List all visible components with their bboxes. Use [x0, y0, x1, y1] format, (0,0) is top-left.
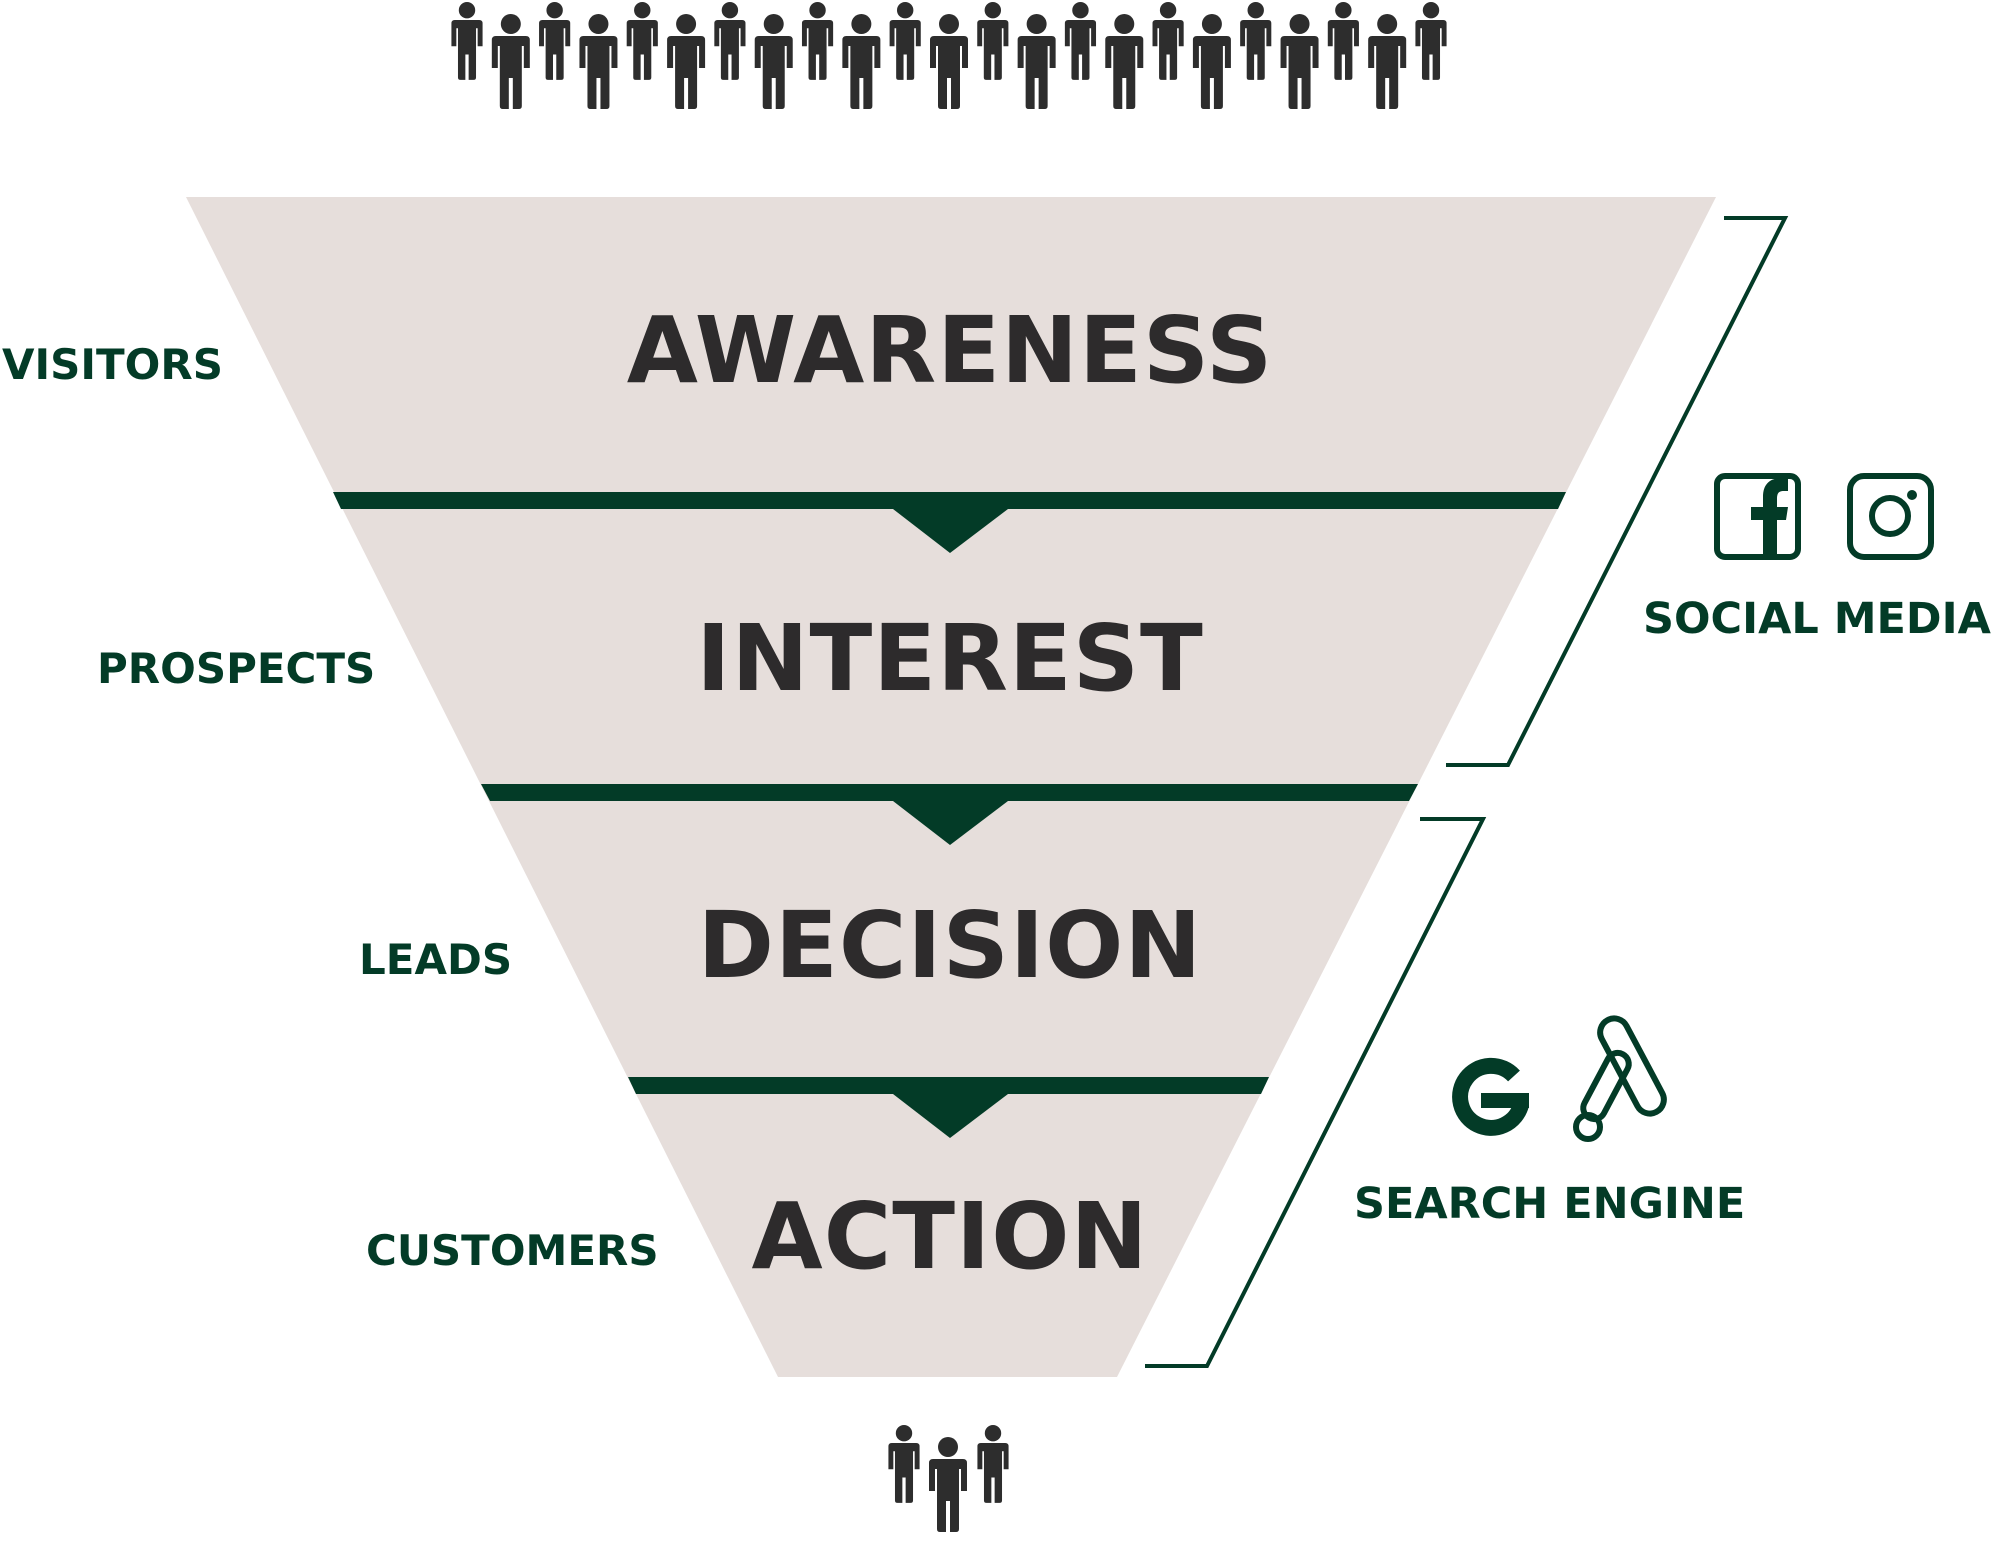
person-icon	[888, 1425, 920, 1503]
people-crowd-top	[451, 2, 1447, 109]
audience-label-visitors: VISITORS	[2, 340, 223, 389]
audience-label-prospects: PROSPECTS	[97, 644, 375, 693]
person-icon	[1017, 14, 1056, 109]
person-icon	[754, 14, 793, 109]
person-icon	[1192, 14, 1231, 109]
person-icon	[801, 2, 834, 80]
person-icon	[491, 14, 530, 109]
stage-divider-1	[333, 492, 1566, 553]
google-ads-icon	[1573, 1015, 1667, 1142]
person-icon	[714, 2, 746, 80]
person-icon	[451, 2, 483, 80]
stage-label-awareness: AWARENESS	[627, 297, 1274, 404]
person-icon	[667, 14, 706, 109]
person-icon	[930, 14, 968, 109]
audience-label-customers: CUSTOMERS	[366, 1226, 659, 1275]
stage-label-action: ACTION	[752, 1183, 1149, 1290]
people-crowd-bottom	[888, 1425, 1009, 1532]
bracket-search-engine	[1145, 817, 1487, 1368]
channel-label-search-engine: SEARCH ENGINE	[1354, 1179, 1745, 1229]
instagram-icon	[1847, 473, 1934, 560]
person-icon	[1240, 2, 1272, 80]
stage-divider-2	[481, 784, 1418, 845]
person-icon	[929, 1437, 967, 1532]
person-icon	[539, 2, 571, 80]
stage-label-decision: DECISION	[698, 892, 1203, 999]
bracket-social-media	[1446, 216, 1789, 767]
channel-label-social-media: SOCIAL MEDIA	[1643, 594, 1992, 644]
facebook-icon	[1714, 473, 1801, 560]
person-icon	[977, 2, 1009, 80]
person-icon	[1280, 14, 1319, 109]
person-icon	[977, 1425, 1009, 1503]
person-icon	[1152, 2, 1184, 80]
stage-divider-3	[628, 1077, 1269, 1138]
person-icon	[889, 2, 921, 80]
person-icon	[1105, 14, 1144, 109]
person-icon	[626, 2, 658, 80]
audience-label-leads: LEADS	[359, 935, 512, 984]
person-icon	[1064, 2, 1097, 80]
person-icon	[1368, 14, 1407, 109]
person-icon	[1327, 2, 1359, 80]
person-icon	[842, 14, 881, 109]
person-icon	[1415, 2, 1447, 80]
google-icon	[1452, 1057, 1529, 1136]
person-icon	[579, 14, 618, 109]
stage-label-interest: INTEREST	[696, 605, 1204, 712]
